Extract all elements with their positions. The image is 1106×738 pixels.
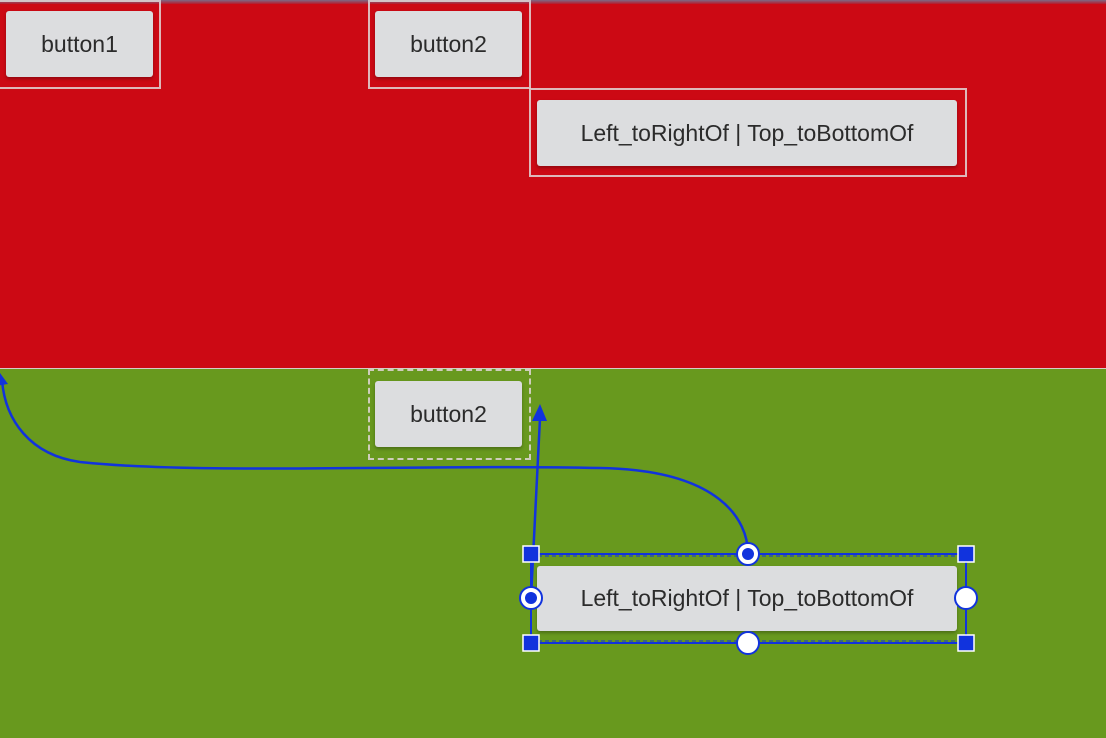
bottom-layout-panel[interactable]: button2 Left_toRightOf | Top_toBottomOf bbox=[0, 369, 1106, 738]
button1-bounds bbox=[0, 0, 161, 89]
constraint-button-bounds bbox=[529, 88, 967, 177]
button2[interactable]: button2 bbox=[375, 381, 522, 447]
resize-handle-bottom-right-icon[interactable] bbox=[957, 634, 975, 652]
left-anchor-icon[interactable] bbox=[519, 586, 543, 610]
resize-handle-bottom-left-icon[interactable] bbox=[522, 634, 540, 652]
button1[interactable]: button1 bbox=[6, 11, 153, 77]
resize-handle-top-left-icon[interactable] bbox=[522, 545, 540, 563]
button2-bounds bbox=[368, 0, 531, 89]
right-anchor-icon[interactable] bbox=[954, 586, 978, 610]
panel-top-edge bbox=[0, 0, 1106, 4]
top-anchor-icon[interactable] bbox=[736, 542, 760, 566]
button2[interactable]: button2 bbox=[375, 11, 522, 77]
constraint-button[interactable]: Left_toRightOf | Top_toBottomOf bbox=[537, 100, 957, 166]
selected-constraint-button[interactable]: Left_toRightOf | Top_toBottomOf bbox=[537, 566, 957, 631]
top-layout-panel[interactable]: button1 button2 Left_toRightOf | Top_toB… bbox=[0, 0, 1106, 369]
resize-handle-top-right-icon[interactable] bbox=[957, 545, 975, 563]
bottom-anchor-icon[interactable] bbox=[736, 631, 760, 655]
